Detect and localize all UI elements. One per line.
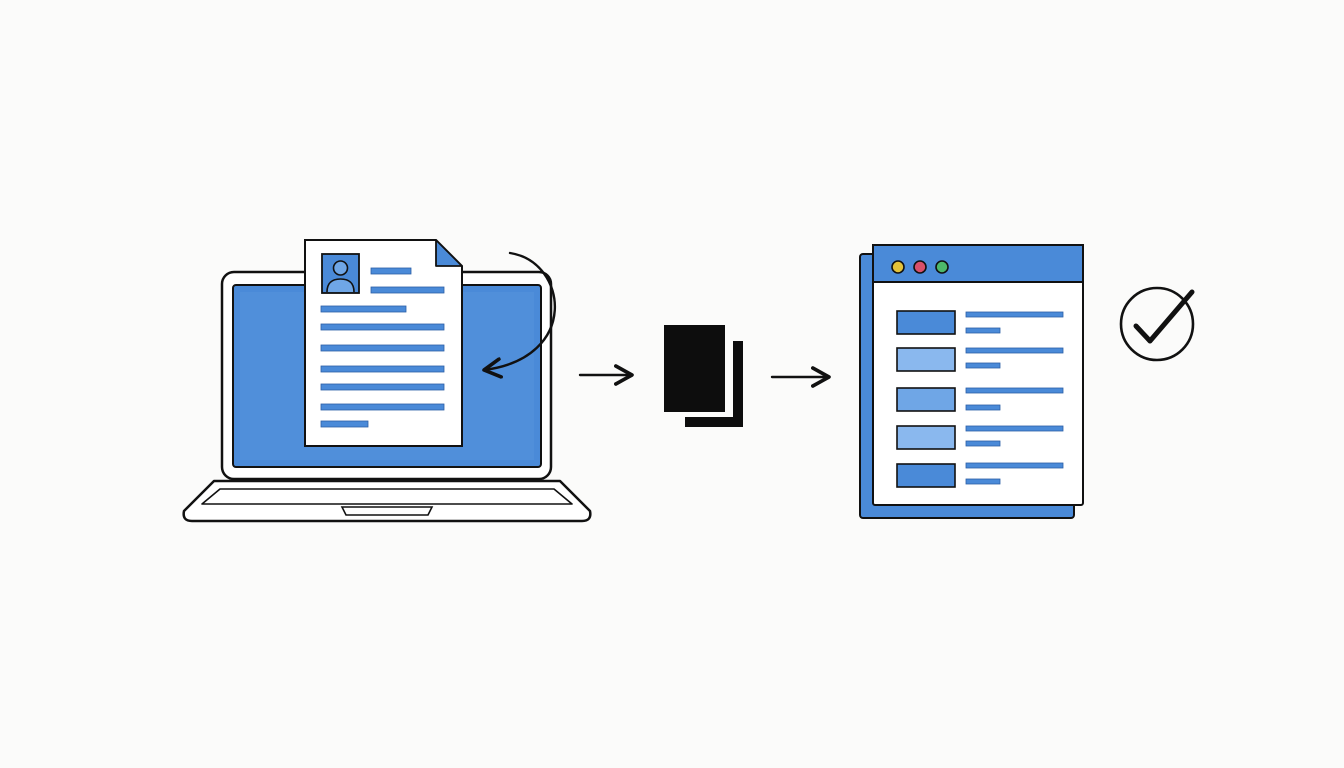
window-dot-yellow	[891, 260, 905, 274]
window-dot-red	[913, 260, 927, 274]
form-row	[896, 387, 1064, 412]
form-row	[896, 425, 1064, 450]
form-row	[896, 347, 1064, 372]
resume-text-line	[320, 403, 445, 411]
resume-header-line	[370, 286, 445, 294]
browser-window-icon	[859, 244, 1084, 519]
resume-header-line	[370, 267, 412, 275]
avatar-icon	[321, 253, 360, 294]
resume-text-line	[320, 344, 445, 352]
window-dot-green	[935, 260, 949, 274]
resume-document-icon	[304, 239, 463, 447]
laptop-trackpad	[340, 506, 434, 516]
browser-title-bar	[872, 244, 1084, 283]
resume-text-line	[320, 323, 445, 331]
resume-text-line	[320, 305, 407, 313]
resume-fold	[435, 239, 463, 267]
form-row	[896, 310, 1064, 335]
form-row	[896, 462, 1064, 488]
resume-text-line	[320, 383, 445, 391]
resume-text-line	[320, 420, 369, 428]
check-circle-icon	[1119, 286, 1195, 362]
document-stack-icon	[664, 325, 743, 427]
stack-sheet-front	[664, 325, 725, 412]
resume-text-line	[320, 365, 445, 373]
curved-arrow-icon	[482, 251, 556, 379]
